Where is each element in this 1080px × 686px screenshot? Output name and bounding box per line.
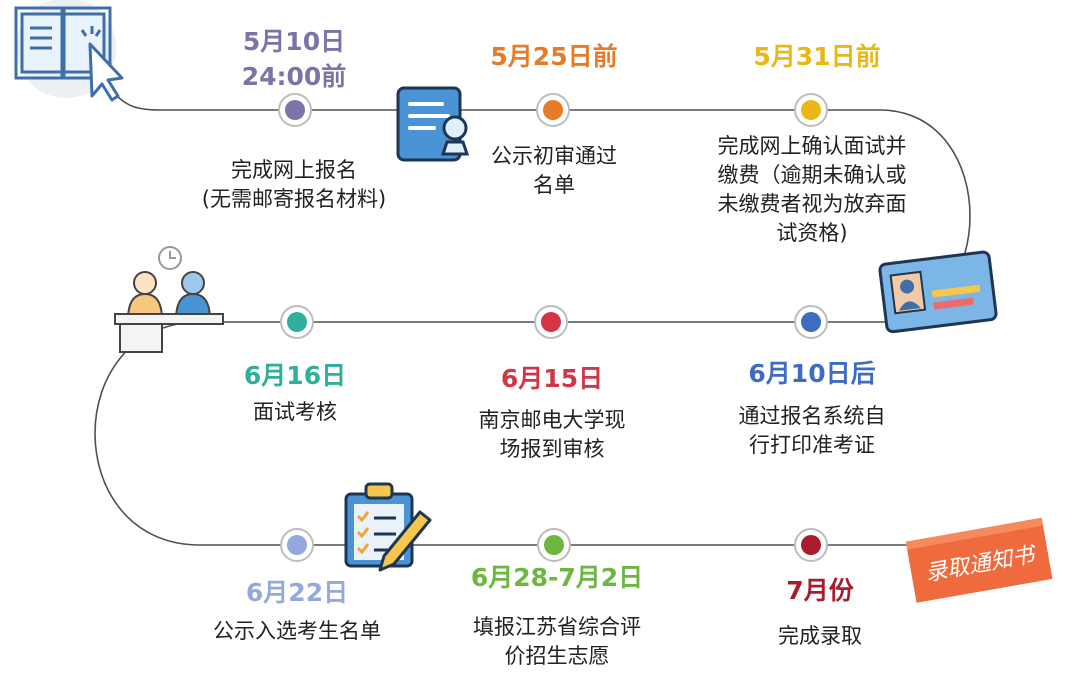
timeline-node-1-dot bbox=[285, 100, 305, 120]
step-8-desc-line-1: 填报江苏省综合评 bbox=[473, 615, 641, 639]
clipboard-pencil-icon bbox=[344, 482, 432, 572]
step-8-desc-line-2: 价招生志愿 bbox=[504, 644, 610, 668]
step-4-desc-line-1: 通过报名系统自 bbox=[738, 404, 886, 428]
timeline-node-2-dot bbox=[543, 100, 563, 120]
timeline-node-4-dot bbox=[801, 312, 821, 332]
step-1-date-time: 24:00前 bbox=[241, 62, 347, 91]
step-1-desc-line-1: 完成网上报名 bbox=[231, 158, 357, 182]
step-2-date: 5月25日前 bbox=[490, 42, 618, 71]
step-4-date: 6月10日后 bbox=[748, 359, 876, 388]
step-7-desc-line-1: 公示入选考生名单 bbox=[213, 619, 381, 643]
book-cursor-icon bbox=[14, 0, 124, 102]
document-stamp-icon bbox=[396, 86, 470, 162]
timeline-node-7-dot bbox=[287, 535, 307, 555]
timeline-node-5-dot bbox=[541, 312, 561, 332]
step-5-desc-line-1: 南京邮电大学现 bbox=[478, 408, 626, 432]
timeline-node-3-dot bbox=[801, 100, 821, 120]
step-3-desc-line-2: 缴费（逾期未确认或 bbox=[717, 163, 907, 187]
step-6-date: 6月16日 bbox=[243, 361, 347, 390]
step-3-date: 5月31日前 bbox=[753, 42, 881, 71]
step-1-date: 5月10日 bbox=[242, 27, 346, 56]
step-5-date: 6月15日 bbox=[500, 364, 604, 393]
step-3-desc-line-4: 试资格) bbox=[776, 221, 848, 245]
timeline-node-6-dot bbox=[287, 312, 307, 332]
timeline-node-8-dot bbox=[544, 535, 564, 555]
step-8-date: 6月28-7月2日 bbox=[470, 563, 644, 592]
step-7-date: 6月22日 bbox=[245, 578, 349, 607]
interview-desk-icon bbox=[114, 246, 224, 353]
timeline-nodes bbox=[278, 93, 828, 562]
admission-notice-icon: 录取通知书 bbox=[905, 517, 1053, 603]
step-2-desc-line-1: 公示初审通过 bbox=[491, 144, 617, 168]
step-1-desc-line-2: (无需邮寄报名材料) bbox=[201, 187, 387, 211]
step-6-desc-line-1: 面试考核 bbox=[253, 400, 337, 424]
step-5-desc-line-2: 场报到审核 bbox=[499, 437, 605, 461]
step-2-desc-line-2: 名单 bbox=[533, 173, 575, 197]
step-4-desc-line-2: 行打印准考证 bbox=[749, 433, 875, 457]
id-card-icon bbox=[878, 250, 998, 334]
step-3-desc-line-3: 未缴费者视为放弃面 bbox=[717, 192, 907, 216]
timeline-node-9-dot bbox=[801, 535, 821, 555]
step-9-desc-line-1: 完成录取 bbox=[778, 624, 862, 648]
step-3-desc-line-1: 完成网上确认面试并 bbox=[717, 134, 907, 158]
step-9-date: 7月份 bbox=[786, 576, 854, 605]
